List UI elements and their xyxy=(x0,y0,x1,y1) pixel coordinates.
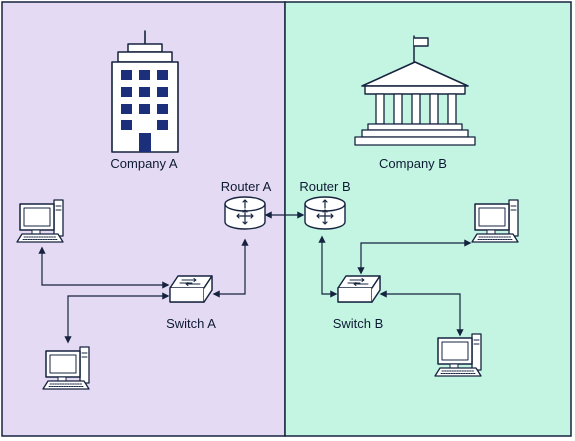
company-b-label: Company B xyxy=(379,156,447,171)
switch-a-label: Switch A xyxy=(166,316,216,331)
link-switch-b-pc-b2 xyxy=(379,290,464,337)
desktop-computer-icon xyxy=(434,333,482,377)
link-switch-a-router-a xyxy=(212,238,249,298)
switch-a-icon xyxy=(169,275,213,303)
government-building-icon xyxy=(354,35,476,146)
desktop-computer-icon xyxy=(16,199,64,243)
switch-b-icon xyxy=(337,275,381,303)
office-building-icon xyxy=(111,30,179,153)
router-a-label: Router A xyxy=(221,179,272,194)
router-b-icon xyxy=(304,196,346,230)
connections xyxy=(38,211,472,344)
link-switch-a-pc-a1 xyxy=(38,246,170,289)
router-a-icon xyxy=(224,196,266,230)
company-a-label: Company A xyxy=(110,156,178,171)
desktop-computer-icon xyxy=(42,346,90,390)
link-switch-b-router-b xyxy=(318,235,338,298)
switch-b-label: Switch B xyxy=(333,316,384,331)
desktop-computer-icon xyxy=(471,199,519,243)
router-b-label: Router B xyxy=(299,179,350,194)
link-switch-a-pc-a2 xyxy=(64,292,170,344)
link-switch-b-pc-b1 xyxy=(357,239,472,275)
